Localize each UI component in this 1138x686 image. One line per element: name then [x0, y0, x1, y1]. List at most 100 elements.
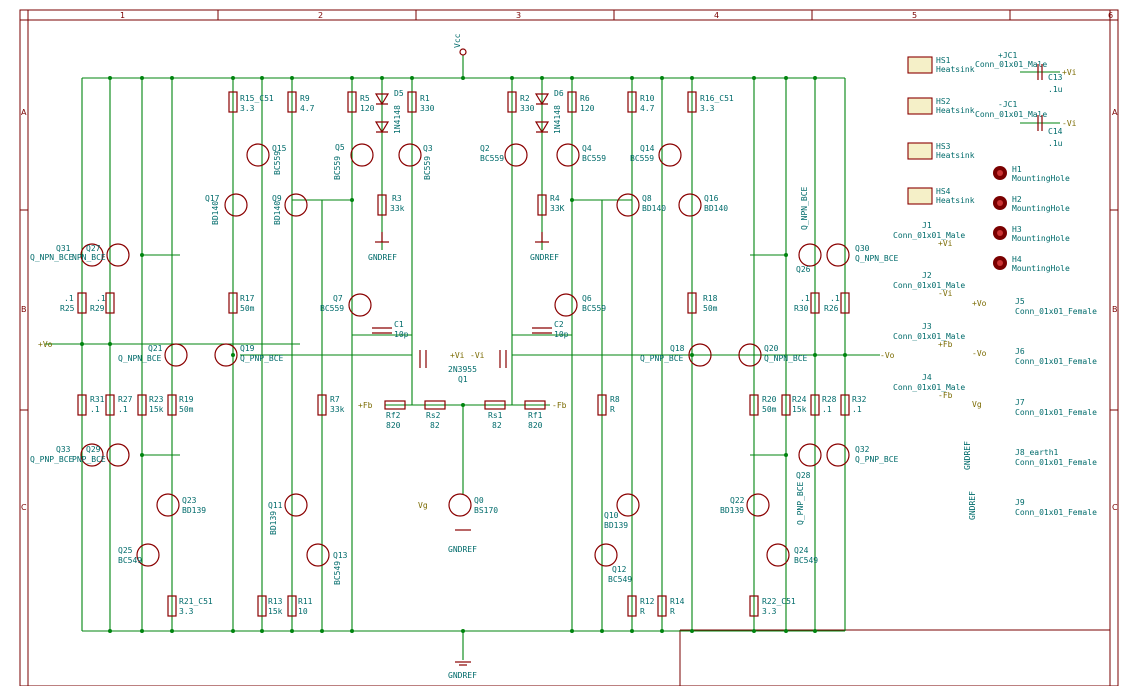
vcc-label: Vcc	[453, 33, 462, 48]
q14-val: BC559	[630, 154, 654, 163]
j3-net: +Fb	[938, 340, 953, 349]
j5-net: +Vo	[972, 299, 987, 308]
r16-ref: R16_C51	[700, 94, 734, 103]
q19-val: Q_PNP_BCE	[240, 354, 284, 363]
row-a: A	[21, 108, 27, 117]
r28-val: .1	[822, 405, 832, 414]
j3-val: Conn_01x01_Male	[893, 332, 965, 341]
net-labels: +Vo -Vo +Vi -Vi +Fb -Fb Vg	[38, 340, 895, 510]
q24-val: BC549	[794, 556, 818, 565]
q14-ref: Q14	[640, 144, 655, 153]
q1-val: 2N3955	[448, 365, 477, 374]
q3-val: BC559	[423, 156, 432, 180]
q13-val: BC549	[333, 561, 342, 585]
d5-ref: D5	[394, 89, 404, 98]
r21-val: 3.3	[179, 607, 194, 616]
j1-ref: J1	[922, 221, 932, 230]
q23-val: BD139	[182, 506, 206, 515]
j8-ref: J8_earth1	[1015, 448, 1059, 457]
r25-ref: R25	[60, 304, 75, 313]
q13-ref: Q13	[333, 551, 348, 560]
j4-ref: J4	[922, 373, 932, 382]
r22-ref: R22_C51	[762, 597, 796, 606]
j1-net: +Vi	[938, 239, 953, 248]
r1-val: 330	[420, 104, 435, 113]
gnd-symbol-bottom: GNDREF	[448, 661, 477, 680]
q19-ref: Q19	[240, 344, 255, 353]
j7-val: Conn_01x01_Female	[1015, 408, 1097, 417]
r13-ref: R13	[268, 597, 283, 606]
c13-val: .1u	[1048, 85, 1063, 94]
sheet-border	[19, 9, 1119, 686]
rf2-val: 820	[386, 421, 401, 430]
q28-ref: Q28	[796, 471, 811, 480]
r11-val: 10	[298, 607, 308, 616]
q5-ref: Q5	[335, 143, 345, 152]
j8-val: Conn_01x01_Female	[1015, 458, 1097, 467]
gnd-symbol-r4: GNDREF	[530, 232, 559, 262]
col-3: 3	[516, 11, 521, 20]
row-b: B	[21, 305, 27, 314]
hs3-ref: HS3	[936, 142, 951, 151]
r1-ref: R1	[420, 94, 430, 103]
q7-val: BC559	[320, 304, 344, 313]
r17-ref: R17	[240, 294, 255, 303]
c1-ref: C1	[394, 320, 404, 329]
q25-val: BC549	[118, 556, 142, 565]
rf2-ref: Rf2	[386, 411, 401, 420]
q16-ref: Q16	[704, 194, 719, 203]
rs2-val: 82	[430, 421, 440, 430]
r11-ref: R11	[298, 597, 313, 606]
c14-val: .1u	[1048, 139, 1063, 148]
q32-ref: Q32	[855, 445, 870, 454]
r32-val: .1	[852, 405, 862, 414]
junctions	[80, 76, 847, 633]
q25-ref: Q25	[118, 546, 133, 555]
c2-ref: C2	[554, 320, 564, 329]
q31-val: Q_NPN_BCE	[30, 253, 74, 262]
q2-ref: Q2	[480, 144, 490, 153]
r29-ref: R29	[90, 304, 105, 313]
h1-ref: H1	[1012, 165, 1022, 174]
r8-val: R	[610, 405, 615, 414]
resistor-labels: R3 33k R4 33K R17 50m R18 50m .1 R25 .1 …	[60, 194, 867, 616]
h4-val: MountingHole	[1012, 264, 1070, 273]
jc1m-ref: -JC1	[998, 100, 1017, 109]
mounting-hole-icon	[993, 166, 1007, 270]
jc1p-net: +Vi	[1062, 68, 1077, 77]
top-part-labels: R15_C51 3.3 R9 4.7 R5 120 D5 1N4148 R1 3…	[240, 89, 734, 134]
r26-ref: R26	[824, 304, 839, 313]
r9-ref: R9	[300, 94, 310, 103]
col-2: 2	[318, 11, 323, 20]
d5-val: 1N4148	[393, 105, 402, 134]
gnd-symbol-q0: GNDREF	[448, 529, 477, 554]
q22-ref: Q22	[730, 496, 745, 505]
r32-ref: R32	[852, 395, 867, 404]
h1-val: MountingHole	[1012, 174, 1070, 183]
d6-ref: D6	[554, 89, 564, 98]
q11-ref: Q11	[268, 501, 283, 510]
q27-val: NPN_BCE	[72, 253, 106, 262]
jc1p-val: Conn_01x01_Male	[975, 60, 1047, 69]
q17-ref: Q17	[205, 194, 220, 203]
j9-net: GNDREF	[968, 491, 977, 520]
h3-val: MountingHole	[1012, 234, 1070, 243]
label-fb-minus: -Fb	[552, 401, 567, 410]
r14-val: R	[670, 607, 675, 616]
r9-val: 4.7	[300, 104, 315, 113]
j9-ref: J9	[1015, 498, 1025, 507]
q31-ref: Q31	[56, 244, 71, 253]
rs1-val: 82	[492, 421, 502, 430]
r29-val: .1	[96, 294, 106, 303]
q22-val: BD139	[720, 506, 744, 515]
heatsink-icon	[907, 56, 933, 205]
right-panel: HS1 Heatsink HS2 Heatsink HS3 Heatsink H…	[893, 51, 1097, 520]
r27-ref: R27	[118, 395, 133, 404]
q18-ref: Q18	[670, 344, 685, 353]
col-5: 5	[912, 11, 917, 20]
rs2-ref: Rs2	[426, 411, 441, 420]
r4-val: 33K	[550, 204, 565, 213]
q10-val: BD139	[604, 521, 628, 530]
q23-ref: Q23	[182, 496, 197, 505]
